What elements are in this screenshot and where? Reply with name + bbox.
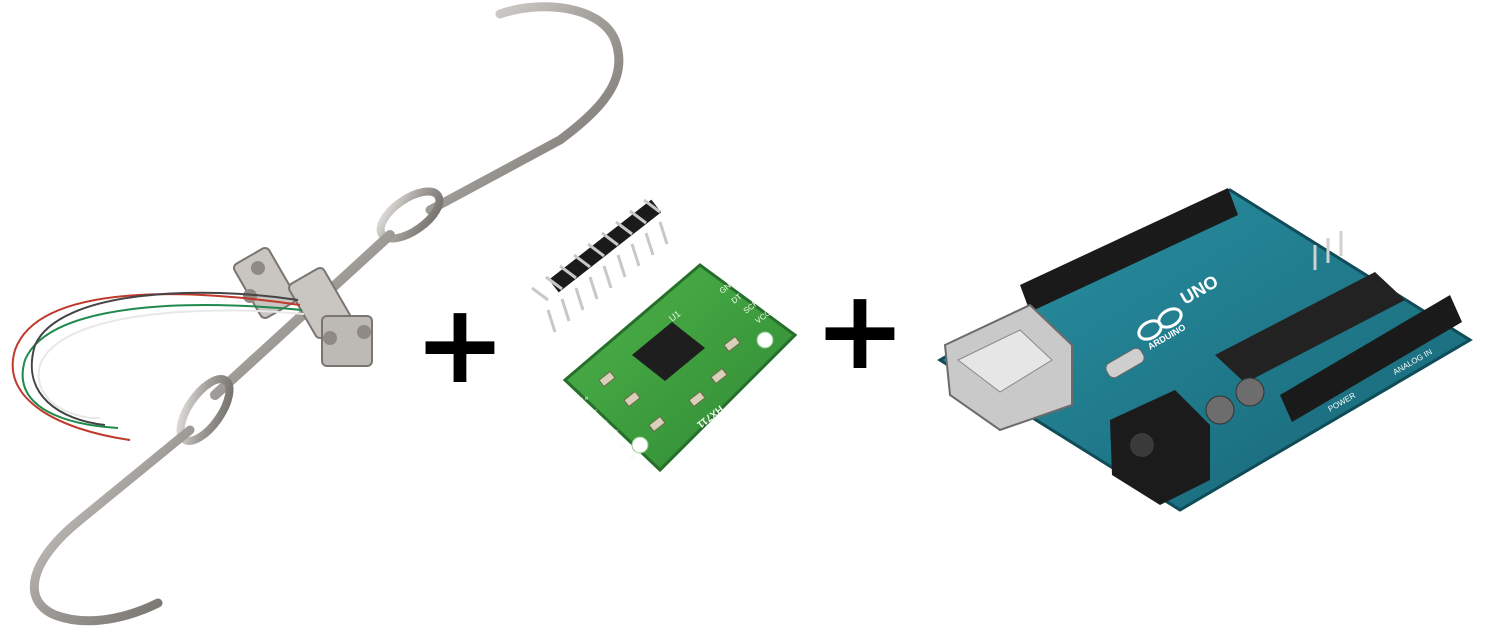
capacitor [1235, 377, 1265, 407]
lower-hook [29, 425, 195, 626]
sensor-rod [210, 230, 395, 400]
power-analog-header [1280, 295, 1462, 422]
load-cell-wires [11, 291, 305, 441]
icsp-pins [1313, 231, 1343, 270]
digital-header [1020, 188, 1238, 312]
load-cell-body [233, 246, 373, 367]
arduino-uno: UNO ARDUINO POWER ANALOG IN [937, 188, 1473, 512]
load-cell-with-hooks [11, 2, 624, 626]
upper-chain-link [376, 187, 444, 243]
header-pins [531, 198, 669, 333]
plus-sign-1: + [414, 280, 506, 408]
upper-hook [425, 2, 624, 215]
plus-sign-2: + [814, 266, 906, 394]
atmega-chip [1215, 272, 1405, 383]
capacitor [1205, 395, 1235, 425]
crystal [1105, 347, 1145, 379]
hx711-chip [632, 322, 705, 381]
hx711-module: U1 GND DT SCK VCC E+ E- A- A+ B- B+ HX71… [531, 198, 798, 473]
dc-jack [1110, 390, 1210, 505]
